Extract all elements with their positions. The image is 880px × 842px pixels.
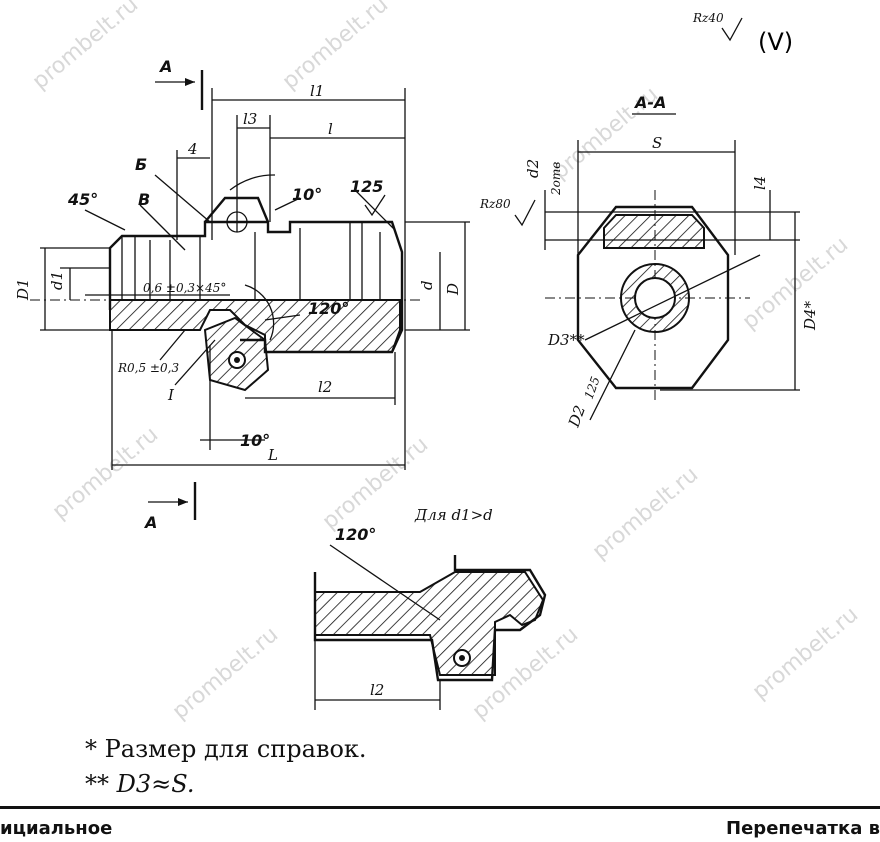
svg-text:10°: 10° (292, 185, 322, 204)
svg-text:В: В (138, 190, 150, 209)
svg-text:d: d (418, 280, 436, 290)
svg-text:D: D (444, 283, 462, 296)
svg-text:d1: d1 (48, 271, 66, 290)
svg-text:S: S (652, 134, 662, 152)
svg-text:Rz40: Rz40 (692, 11, 724, 25)
svg-text:D3**: D3** (547, 331, 585, 349)
bottom-left-text: ициальное (0, 818, 113, 839)
svg-text:120°: 120° (308, 299, 349, 318)
footnote-d3: ** D3≈S. (85, 770, 195, 798)
svg-text:2отв: 2отв (549, 162, 563, 196)
roughness-mark: Rz40 (V) (692, 11, 793, 56)
svg-text:4: 4 (187, 140, 198, 158)
section-view: А-А S d2 2отв Rz80 l4 D4* D3** D2 125 (479, 93, 819, 430)
bottom-rule (0, 806, 880, 809)
svg-text:l2: l2 (370, 681, 384, 699)
svg-text:l4: l4 (751, 176, 769, 190)
section-marker-top: А (155, 57, 204, 110)
svg-text:prombelt.ru: prombelt.ru (748, 602, 863, 704)
svg-text:l3: l3 (243, 110, 257, 128)
svg-text:l2: l2 (318, 378, 332, 396)
svg-text:0,6 ±0,3×45°: 0,6 ±0,3×45° (143, 281, 226, 295)
svg-text:l1: l1 (310, 82, 324, 100)
svg-text:45°: 45° (67, 190, 98, 209)
svg-text:120°: 120° (335, 525, 376, 544)
svg-text:А: А (143, 513, 157, 532)
svg-text:Rz80: Rz80 (479, 197, 511, 211)
svg-text:prombelt.ru: prombelt.ru (168, 622, 283, 724)
section-marker-bottom: А (143, 482, 197, 532)
bottom-right-text: Перепечатка в (726, 818, 880, 839)
svg-text:Б: Б (135, 155, 147, 174)
svg-text:d2: d2 (524, 159, 542, 178)
svg-text:Для d1>d: Для d1>d (414, 506, 493, 524)
svg-text:prombelt.ru: prombelt.ru (28, 0, 143, 95)
svg-text:А: А (158, 57, 172, 76)
svg-text:А-А: А-А (633, 93, 666, 112)
svg-text:I: I (167, 386, 175, 404)
svg-text:10°: 10° (240, 431, 270, 450)
svg-text:(V): (V) (758, 28, 793, 56)
svg-text:L: L (267, 446, 278, 464)
svg-text:prombelt.ru: prombelt.ru (278, 0, 393, 95)
svg-text:R0,5 ±0,3: R0,5 ±0,3 (117, 361, 179, 375)
svg-text:prombelt.ru: prombelt.ru (588, 462, 703, 564)
svg-text:l: l (328, 120, 333, 138)
svg-text:125: 125 (582, 375, 603, 401)
footnote-reference: * Размер для справок. (85, 735, 367, 763)
svg-text:D1: D1 (14, 278, 32, 301)
svg-text:D4*: D4* (801, 300, 819, 331)
main-view: l1 l3 l 4 45° Б В 10° 125 D1 d1 0,6 ±0,3… (14, 82, 470, 470)
svg-text:prombelt.ru: prombelt.ru (48, 422, 163, 524)
svg-text:125: 125 (350, 177, 383, 196)
detail-view: Для d1>d 120° l2 (313, 506, 547, 710)
svg-text:D2: D2 (565, 403, 590, 430)
